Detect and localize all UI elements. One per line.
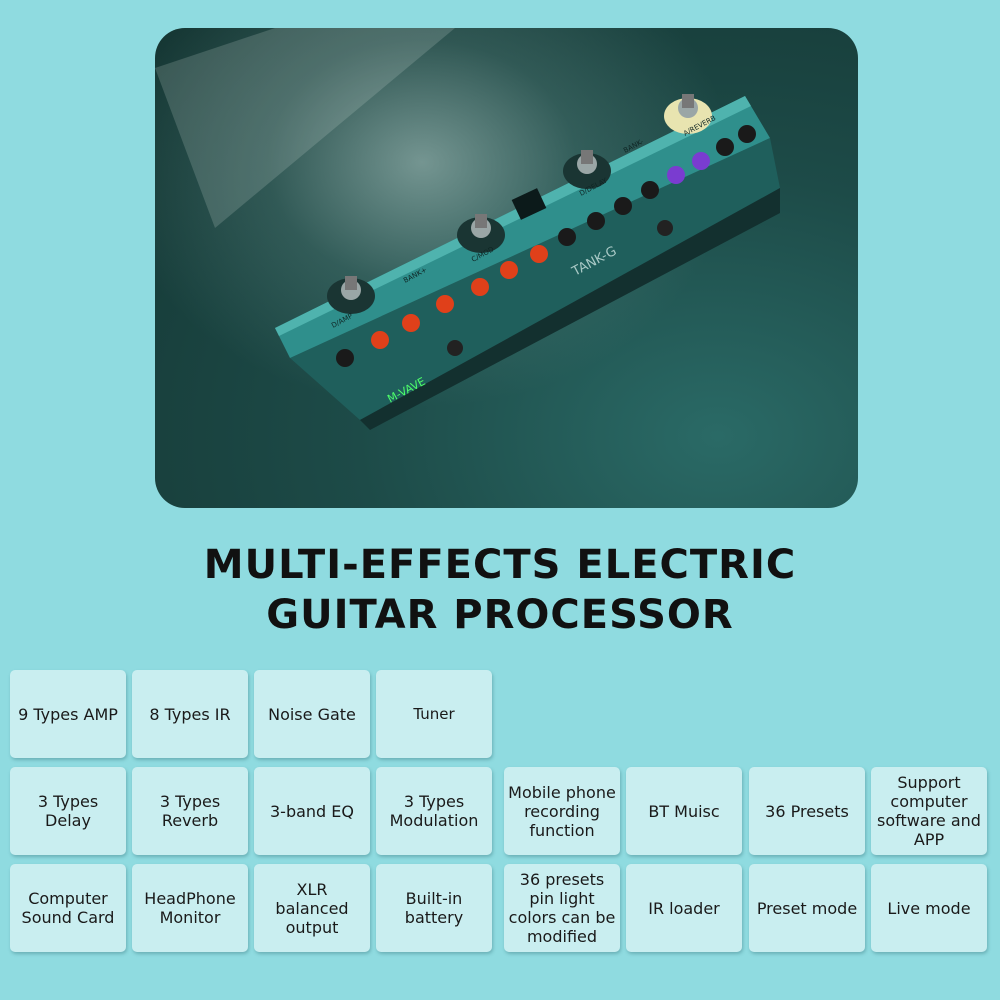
headline-line-1: MULTI-EFFECTS ELECTRIC [203,542,797,588]
footswitch-3 [563,150,611,189]
feature-card: Tuner [376,670,492,758]
pedal-illustration: M-VAVE TANK-G D/AMP BANK+ C/MOD D/DELAY … [155,28,780,430]
feature-card: 36 presets pin light colors can be modif… [504,864,620,952]
jack-input [447,340,463,356]
feature-card: Built-in battery [376,864,492,952]
knobs [336,125,756,367]
headline-line-2: GUITAR PROCESSOR [266,592,734,638]
feature-card: 9 Types AMP [10,670,126,758]
feature-card: 3 Types Modulation [376,767,492,855]
feature-card: Live mode [871,864,987,952]
product-photo: M-VAVE TANK-G D/AMP BANK+ C/MOD D/DELAY … [155,28,858,508]
footswitch-2 [457,214,505,253]
feature-card: IR loader [626,864,742,952]
feature-card: Computer Sound Card [10,864,126,952]
pedal-display [511,188,547,220]
feature-card: 8 Types IR [132,670,248,758]
feature-card: BT Muisc [626,767,742,855]
feature-card: Preset mode [749,864,865,952]
feature-card: 3-band EQ [254,767,370,855]
feature-card: HeadPhone Monitor [132,864,248,952]
feature-card: Mobile phone recording function [504,767,620,855]
feature-card: XLR balanced output [254,864,370,952]
pedal-side [290,138,780,420]
feature-card: Noise Gate [254,670,370,758]
jack-output [657,220,673,236]
feature-card: 3 Types Reverb [132,767,248,855]
footswitch-4 [664,94,712,134]
feature-card: 3 Types Delay [10,767,126,855]
pedal-body [275,96,770,358]
feature-card: 36 Presets [749,767,865,855]
feature-card: Support computer software and APP [871,767,987,855]
footswitch-1 [327,276,375,314]
